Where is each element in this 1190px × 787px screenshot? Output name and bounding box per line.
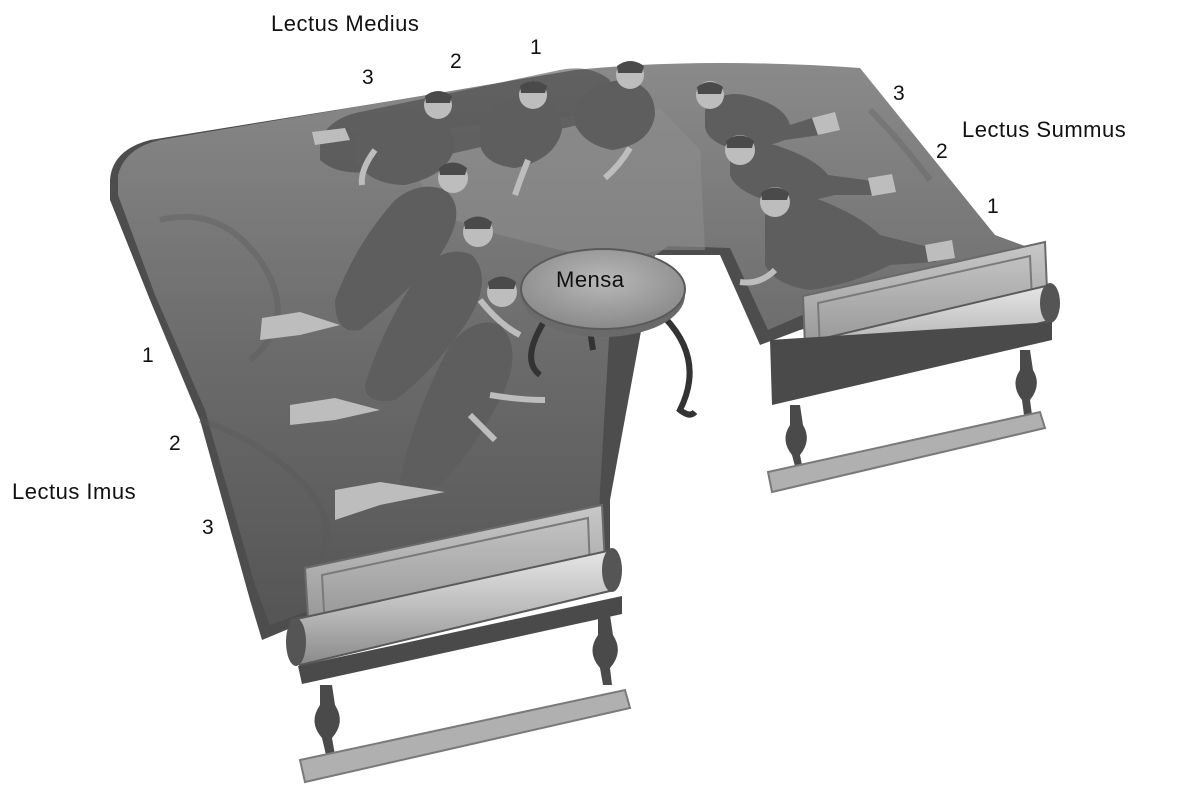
- imus-position-2: 2: [169, 433, 181, 454]
- medius-position-3: 3: [362, 67, 374, 88]
- summus-position-2: 2: [936, 141, 948, 162]
- lectus-medius-title: Lectus Medius: [271, 13, 419, 35]
- mensa-label: Mensa: [556, 269, 625, 291]
- medius-position-2: 2: [450, 51, 462, 72]
- lectus-summus-title: Lectus Summus: [962, 119, 1126, 141]
- summus-position-1: 1: [987, 196, 999, 217]
- imus-position-3: 3: [202, 517, 214, 538]
- imus-position-1: 1: [142, 345, 154, 366]
- lectus-imus-title: Lectus Imus: [12, 481, 136, 503]
- medius-position-1: 1: [530, 37, 542, 58]
- summus-position-3: 3: [893, 83, 905, 104]
